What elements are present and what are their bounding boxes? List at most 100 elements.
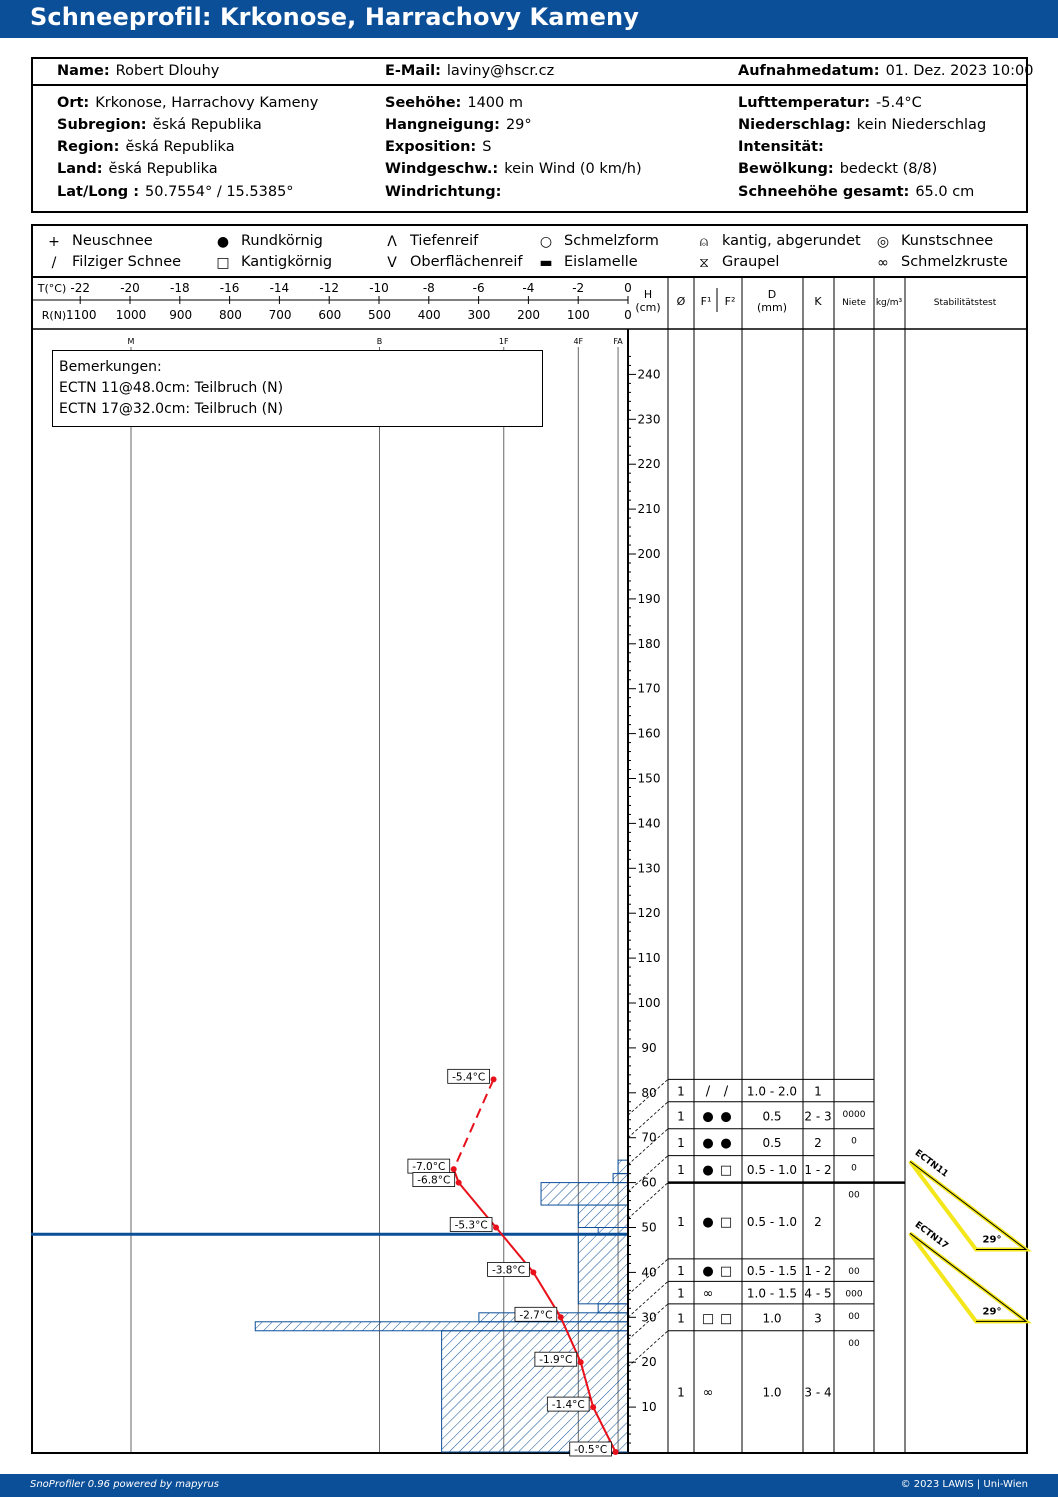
height-tick-label: 220 [638,457,661,471]
height-tick-label: 160 [638,727,661,741]
remarks-title: Bemerkungen: [59,359,162,375]
stab-col-header: Stabilitätstest [934,298,997,308]
layer-link-line [627,1128,669,1166]
legend-symbol-icon: ○ [539,234,553,250]
header-divider [31,84,1028,86]
temperature-line [559,1316,582,1363]
layer-k: 4 - 5 [804,1287,831,1301]
temp-tick-label: -2 [572,281,584,295]
name-field: Name:Robert Dlouhy [57,63,220,79]
layer-f1-icon: ● [702,1215,713,1230]
layer-link-line [627,1182,669,1219]
density-col-header: kg/m³ [876,298,903,308]
height-tick-label: 210 [638,502,661,516]
seehoehe-field: Seehöhe:1400 m [385,95,523,111]
legend-symbol-icon: ⧖ [699,255,709,271]
temperature-label-box [569,1441,612,1457]
f2-col-header: F² [725,295,736,308]
stability-angle: 29° [983,1306,1002,1317]
wind-field: Windgeschw.:kein Wind (0 km/h) [385,161,642,177]
legend-symbol-icon: □ [216,255,230,271]
layer-phi: 1 [677,1085,685,1099]
height-col-unit: (cm) [635,301,660,314]
resistance-tick-label: 900 [169,308,192,322]
height-tick-label: 70 [641,1131,656,1145]
temperature-point [577,1359,584,1366]
layer-k: 1 - 2 [804,1163,831,1177]
temp-tick-label: -22 [70,281,90,295]
temperature-label-box [449,1217,493,1232]
temp-tick-label: 0 [624,281,632,295]
layer-d: 0.5 [762,1109,781,1123]
layer-link-line [627,1101,669,1139]
temperature-label-box [412,1172,456,1187]
footer-bar: SnoProfiler 0.96 powered by mapyrus © 20… [0,1474,1058,1497]
layer-phi: 1 [677,1215,685,1229]
temp-tick-label: -16 [220,281,240,295]
date-field: Aufnahmedatum:01. Dez. 2023 10:00 [738,63,1034,79]
legend-label: Filziger Schnee [72,254,182,270]
legend-label: Kantigkörnig [241,254,333,270]
legend-symbol-icon: Λ [387,234,397,250]
footer-right: © 2023 LAWIS | Uni-Wien [900,1479,1028,1490]
temperature-point [590,1404,597,1411]
layer-d: 1.0 [762,1385,781,1399]
resistance-tick-label: 1100 [66,308,97,322]
profile-box [31,224,1028,1454]
temperature-point [490,1076,497,1083]
layer-k: 2 [814,1215,822,1229]
height-tick-label: 60 [641,1176,656,1190]
remark-line-1: ECTN 11@48.0cm: Teilbruch (N) [59,380,284,396]
legend-symbol-icon: ● [216,234,230,250]
layer-k: 1 [814,1085,822,1099]
resistance-tick-label: 1000 [116,308,147,322]
layer-f1-icon: □ [702,1311,714,1326]
layer-d: 0.5 [762,1136,781,1150]
resistance-tick-label: 200 [517,308,540,322]
layer-d: 0.5 - 1.0 [747,1215,797,1229]
hardness-label: 1F [499,337,509,346]
layer-k: 1 - 2 [804,1264,831,1278]
height-tick-label: 80 [641,1086,656,1100]
hangneigung-field: Hangneigung:29° [385,117,532,133]
layer-f1-icon: ∞ [703,1385,714,1400]
hardness-layer [540,1182,629,1206]
legend-label: Eislamelle [564,254,638,270]
hardness-layer [577,1204,629,1229]
temperature-label: -6.8°C [417,1175,450,1187]
land-field: Land:ĕská Republika [57,161,218,177]
bewoelkung-field: Bewölkung:bedeckt (8/8) [738,161,938,177]
layer-f2-icon: / [724,1085,729,1100]
temperature-label: -2.7°C [519,1309,552,1321]
temperature-label-box [447,1068,490,1084]
layer-phi: 1 [677,1385,685,1399]
height-tick-label: 190 [638,592,661,606]
legend-symbol-icon: + [48,234,60,250]
layer-d: 1.0 - 2.0 [747,1085,797,1099]
height-tick-label: 150 [638,772,661,786]
f1-col-header: F¹ [701,295,712,308]
temperature-point [612,1449,619,1455]
temp-tick-label: -20 [120,281,140,295]
layer-f1-icon: ● [702,1264,713,1279]
height-tick-label: 240 [638,367,661,381]
legend-symbol-icon: ∞ [877,255,889,271]
legend-label: Schmelzform [564,233,659,249]
height-tick-label: 50 [641,1221,656,1235]
layer-phi: 1 [677,1264,685,1278]
height-tick-label: 130 [638,861,661,875]
height-tick-label: 90 [641,1041,656,1055]
legend-label: Tiefenreif [410,233,479,249]
layer-f1-icon: ● [702,1109,713,1124]
remarks-box: Bemerkungen: ECTN 11@48.0cm: Teilbruch (… [52,350,543,427]
resistance-tick-label: 400 [418,308,441,322]
resistance-tick-label: 500 [368,308,391,322]
temperature-label: -7.0°C [412,1161,445,1173]
temperature-point [557,1314,564,1321]
phi-col-header: Ø [677,295,686,308]
layer-niete: 00 [848,1312,860,1322]
temp-tick-label: -14 [270,281,290,295]
layer-link-line [627,1258,669,1296]
layer-niete: 0000 [843,1110,866,1120]
d-col-unit: (mm) [757,301,787,314]
